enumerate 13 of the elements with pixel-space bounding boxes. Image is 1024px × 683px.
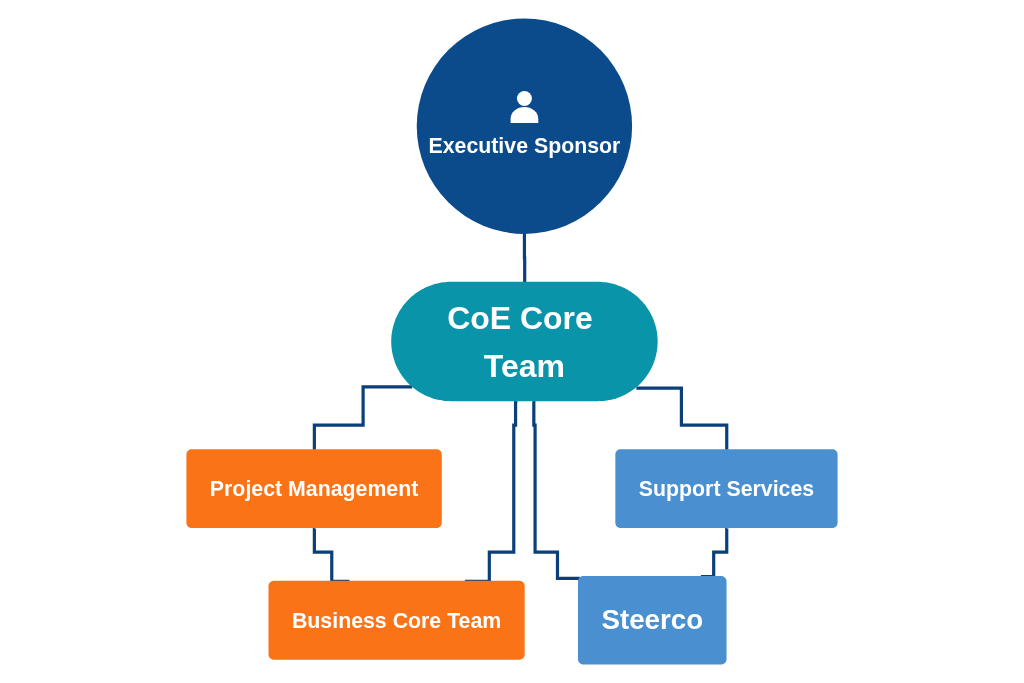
connector [700, 527, 729, 579]
node-box: Business Core Team [268, 580, 525, 660]
node-box: Support Services [615, 449, 838, 529]
connector [531, 400, 580, 580]
connector [312, 385, 413, 452]
connector [312, 527, 350, 583]
connector [522, 232, 527, 284]
node-box: Steerco [578, 576, 727, 665]
connector [636, 386, 729, 452]
node-box: CoE Core Team [391, 281, 658, 402]
node-box: Project Management [186, 449, 442, 529]
connector [464, 400, 519, 583]
node-circle: Executive Sponsor [416, 18, 633, 234]
